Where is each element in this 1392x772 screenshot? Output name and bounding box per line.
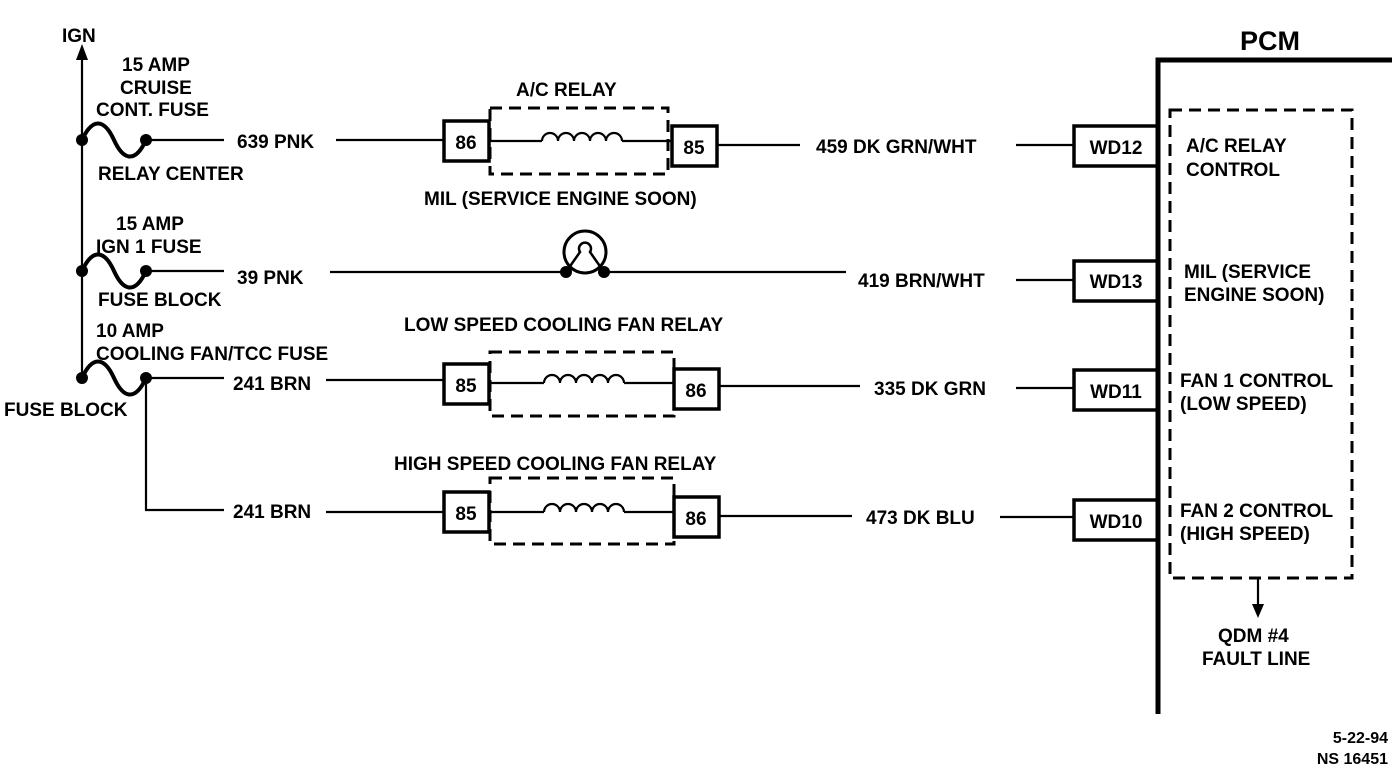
qdm-fault-line-label: FAULT LINE [1202,649,1310,670]
footer-date: 5-22-94 [1333,730,1388,747]
qdm-arrow-icon [1252,604,1264,618]
fuse-cooling-fan-amp: 10 AMP [96,321,164,342]
pcm-function-fan2-1: FAN 2 CONTROL [1180,501,1333,522]
mil-input-wire: 39 PNK [237,268,304,289]
fuse-cruise-name: CRUISE [120,78,192,99]
mil-title: MIL (SERVICE ENGINE SOON) [424,189,697,210]
pcm-function-fan1-2: (LOW SPEED) [1180,394,1307,415]
pcm-function-mil-2: ENGINE SOON) [1184,285,1324,306]
pcm-block [1155,57,1392,714]
pcm-terminal-wd12: WD12 [1090,138,1143,159]
ac-relay-circuit [146,106,1160,176]
high-fan-relay-circuit [144,378,1160,546]
fuse-cooling-fan [76,359,152,397]
fuse-ign1 [76,252,152,290]
pcm-label: PCM [1240,26,1300,56]
ac-relay-title: A/C RELAY [516,80,617,101]
ac-relay-terminal-85: 85 [683,138,705,159]
ac-relay-terminal-86: 86 [455,133,476,154]
low-fan-input-wire: 241 BRN [233,374,311,395]
low-fan-relay-circuit [146,350,1160,418]
qdm-label: QDM #4 [1218,626,1289,647]
mil-lamp-icon [560,229,610,278]
fuse-cooling-fan-name: COOLING FAN/TCC FUSE [96,344,328,365]
mil-output-wire: 419 BRN/WHT [858,271,985,292]
ac-relay-output-wire: 459 DK GRN/WHT [816,137,977,158]
pcm-function-fan1-1: FAN 1 CONTROL [1180,371,1333,392]
high-fan-terminal-85: 85 [455,504,477,525]
ign-bus [76,44,88,378]
low-fan-terminal-86: 86 [685,381,706,402]
pcm-function-ac-relay-2: CONTROL [1186,160,1280,181]
fuse-cruise-type: CONT. FUSE [96,100,209,121]
fuse-cruise-location: RELAY CENTER [98,164,244,185]
low-fan-output-wire: 335 DK GRN [874,379,986,400]
fuse-cooling-fan-location: FUSE BLOCK [4,400,128,421]
footer-ref: NS 16451 [1317,751,1388,768]
mil-circuit [146,229,1160,303]
pcm-terminal-wd10: WD10 [1090,512,1143,533]
fuse-ign1-location: FUSE BLOCK [98,290,222,311]
high-fan-terminal-86: 86 [685,509,706,530]
fuse-ign1-amp: 15 AMP [116,214,184,235]
low-fan-relay-title: LOW SPEED COOLING FAN RELAY [404,315,723,336]
low-fan-terminal-85: 85 [455,376,477,397]
high-fan-input-wire: 241 BRN [233,502,311,523]
fuse-cruise [76,121,152,159]
high-fan-relay-title: HIGH SPEED COOLING FAN RELAY [394,454,717,475]
pcm-function-mil-1: MIL (SERVICE [1184,262,1311,283]
fuse-ign1-name: IGN 1 FUSE [96,237,202,258]
ac-relay-input-wire: 639 PNK [237,132,314,153]
pcm-function-fan2-2: (HIGH SPEED) [1180,524,1310,545]
pcm-terminal-wd11: WD11 [1090,382,1142,403]
pcm-function-ac-relay-1: A/C RELAY [1186,136,1287,157]
fuse-cruise-amp: 15 AMP [122,55,190,76]
ign-label: IGN [62,26,96,47]
pcm-terminal-wd13: WD13 [1090,272,1143,293]
high-fan-output-wire: 473 DK BLU [866,508,975,529]
ign-arrow-icon [76,44,88,60]
